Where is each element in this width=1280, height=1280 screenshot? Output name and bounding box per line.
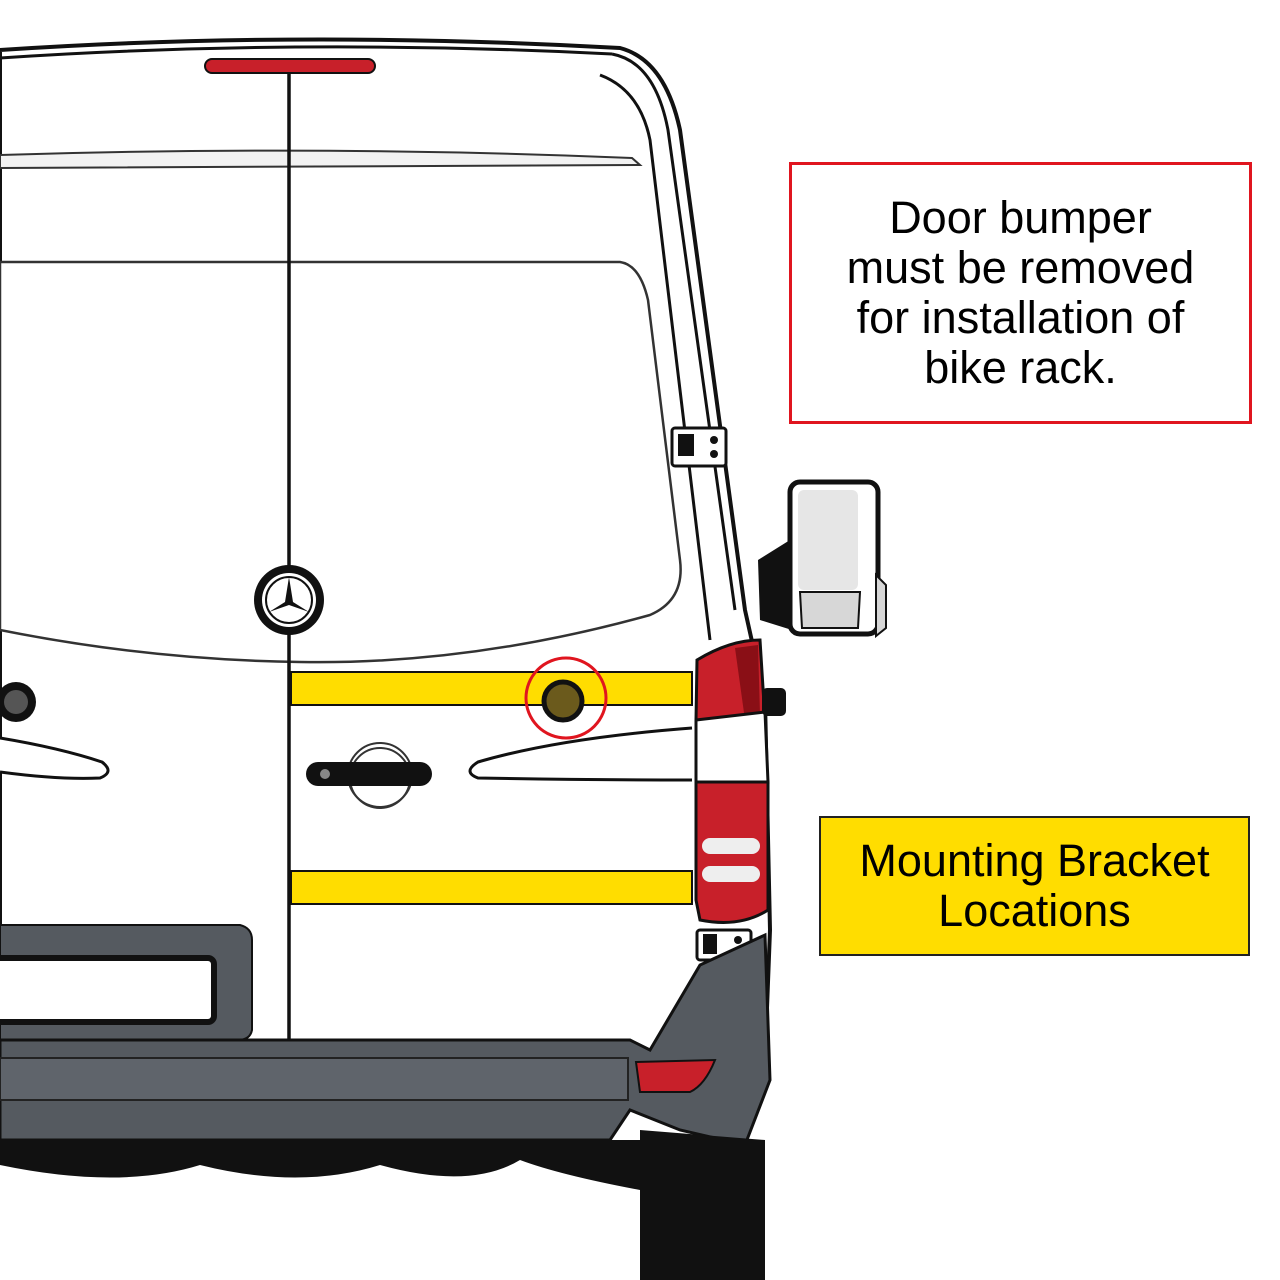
right-door-crease (468, 726, 693, 782)
third-brake-light (204, 58, 376, 74)
license-plate-area (0, 924, 253, 1041)
taillight-stalk (762, 688, 786, 716)
ground-shadow (0, 1140, 640, 1190)
warning-note-box: Door bumper must be removed for installa… (789, 162, 1252, 424)
mounting-bracket-upper (290, 671, 693, 706)
legend-label: Mounting Bracket Locations (859, 835, 1210, 936)
bumper-step (0, 1057, 629, 1101)
rear-tire (640, 1130, 765, 1280)
bumper-reflector (634, 1058, 717, 1093)
side-mirror-icon (758, 479, 887, 639)
upper-crease (0, 149, 643, 170)
door-bumper-highlight-circle (524, 656, 608, 740)
roof-rail (0, 45, 613, 60)
door-handle (306, 742, 432, 809)
rear-window (0, 260, 682, 664)
three-pointed-star-emblem-icon (254, 565, 324, 635)
legend-box: Mounting Bracket Locations (819, 816, 1250, 956)
warning-note-text: Door bumper must be removed for installa… (846, 192, 1195, 393)
left-door-lock (0, 682, 36, 722)
left-door-crease (0, 736, 110, 780)
roof-edge (611, 52, 737, 611)
door-bumper (541, 679, 585, 723)
body-side-line (599, 73, 712, 641)
mounting-bracket-lower (290, 870, 693, 905)
taillight (694, 638, 770, 924)
upper-hinge (670, 426, 728, 468)
